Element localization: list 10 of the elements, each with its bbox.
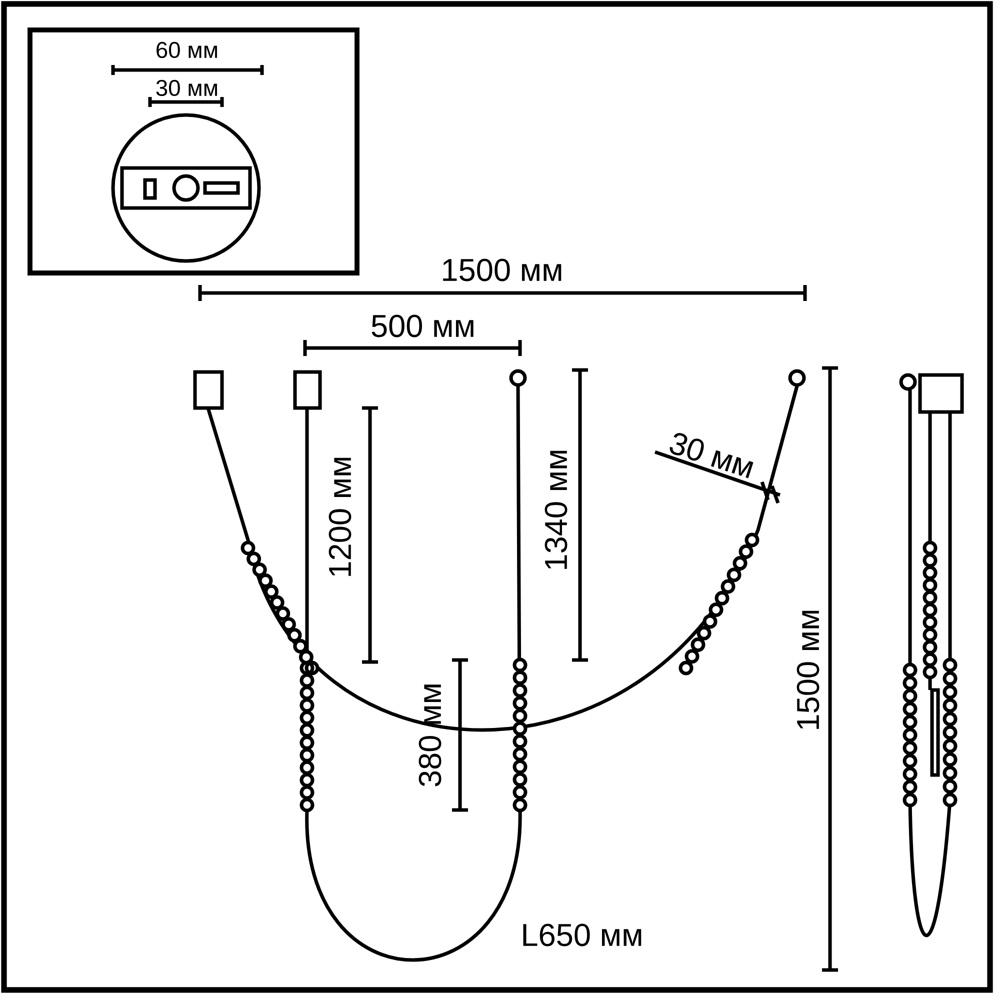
dimension-label: 380 мм [418, 684, 442, 786]
dimension-label: 500 мм [372, 314, 474, 338]
dimension-label: 30 мм [156, 80, 217, 96]
dimension-label: 1340 мм [544, 450, 568, 569]
dimension-label: 30 мм [670, 433, 754, 478]
dimension-label: 60 мм [156, 42, 217, 58]
dimension-label: 1500 мм [796, 610, 820, 729]
dimension-label: 1200 мм [328, 458, 352, 576]
dimension-label: L650 мм [523, 924, 642, 946]
dimension-label: 1500 мм [443, 258, 562, 282]
